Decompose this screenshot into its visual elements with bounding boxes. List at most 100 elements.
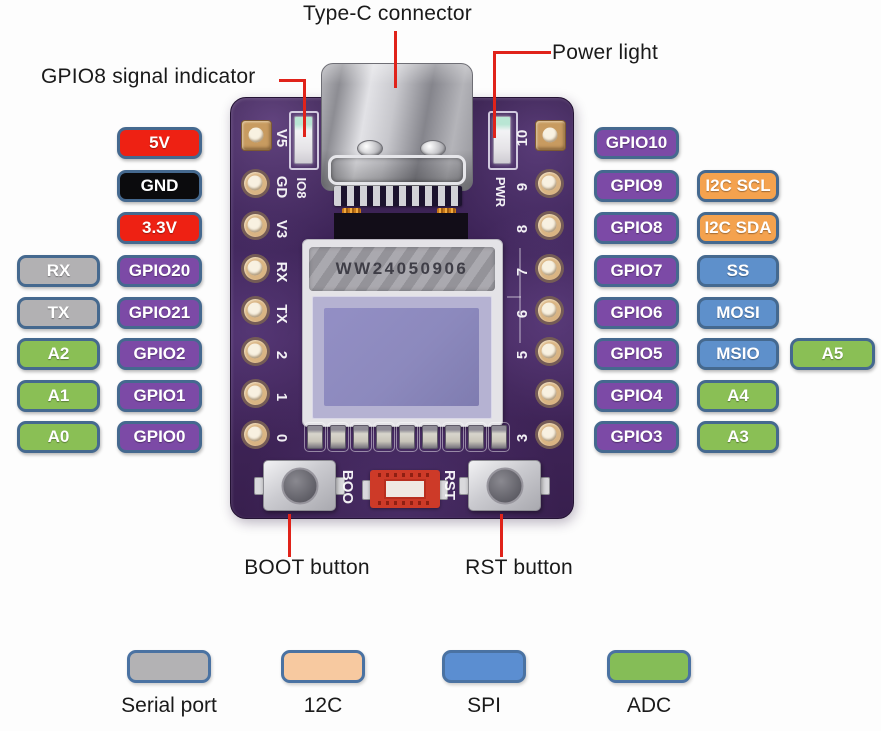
- smd-capacitor: [396, 422, 418, 452]
- pin-pill-gpio21: GPIO21: [117, 297, 202, 329]
- pin-pill-mosi: MOSI: [697, 297, 779, 329]
- rst-button-tab: [540, 477, 550, 495]
- smd-capacitor: [373, 422, 395, 452]
- pin-pill-3-3v: 3.3V: [117, 212, 202, 244]
- legend-label-12c: 12C: [303, 694, 343, 717]
- pin-pill-a0: A0: [17, 421, 100, 453]
- legend-swatch-adc: [607, 650, 691, 683]
- pin-hole-center: [541, 385, 557, 401]
- legend-label-spi: SPI: [467, 694, 501, 717]
- type-c-pointer-line: [394, 31, 397, 88]
- rst-button-plunger: [486, 467, 523, 504]
- pin-pill-gpio20: GPIO20: [117, 255, 202, 287]
- pin-pill-gpio5: GPIO5: [594, 338, 679, 370]
- pin-hole-center: [247, 302, 263, 318]
- gpio8-indicator-label: GPIO8 signal indicator: [41, 65, 256, 88]
- pin-hole: [240, 295, 270, 325]
- pin-pill-gpio3: GPIO3: [594, 421, 679, 453]
- boot-button-label: BOOT button: [244, 556, 370, 579]
- boot-button: [263, 460, 336, 511]
- pin-hole-center: [541, 302, 557, 318]
- pin-pill-tx: TX: [17, 297, 100, 329]
- pin-pill-gpio7: GPIO7: [594, 255, 679, 287]
- pin-hole-center: [247, 175, 263, 191]
- red-component-pins: [378, 501, 432, 505]
- smd-capacitor: [465, 422, 487, 452]
- pin-pill-gpio0: GPIO0: [117, 421, 202, 453]
- red-component-window: [384, 479, 426, 499]
- rst-button-label: RST button: [465, 556, 573, 579]
- smd-capacitor: [488, 422, 510, 452]
- pin-hole: [240, 253, 270, 283]
- pin-hole: [240, 336, 270, 366]
- pin-pill-a4: A4: [697, 380, 779, 412]
- pin-hole: [240, 210, 270, 240]
- pin-hole: [534, 336, 564, 366]
- corner-square-pad: [534, 119, 566, 151]
- smd-capacitor: [442, 422, 464, 452]
- rst-pointer-line: [500, 514, 503, 557]
- pin-pill-5v: 5V: [117, 127, 202, 159]
- oled-screen: [324, 308, 479, 406]
- pin-pill-gpio6: GPIO6: [594, 297, 679, 329]
- pin-hole: [534, 210, 564, 240]
- legend-swatch-12c: [281, 650, 365, 683]
- pin-hole-center: [541, 175, 557, 191]
- pin-pill-gpio9: GPIO9: [594, 170, 679, 202]
- legend-label-adc: ADC: [626, 694, 672, 717]
- pin-hole-center: [247, 426, 263, 442]
- pin-hole: [534, 378, 564, 408]
- pin-hole: [240, 378, 270, 408]
- power-light-pointer-line-h: [494, 51, 551, 54]
- pin-hole-center: [541, 217, 557, 233]
- red-component-pins: [378, 473, 432, 477]
- pin-pill-a1: A1: [17, 380, 100, 412]
- pin-pill-a5: A5: [790, 338, 875, 370]
- pin-pill-gpio2: GPIO2: [117, 338, 202, 370]
- oled-flex-band: [334, 213, 468, 239]
- pin-pill-ss: SS: [697, 255, 779, 287]
- pin-hole-center: [247, 217, 263, 233]
- pin-pill-i2c-sda: I2C SDA: [697, 212, 779, 244]
- legend-label-serial-port: Serial port: [121, 694, 217, 717]
- pin-pill-gpio8: GPIO8: [594, 212, 679, 244]
- pin-hole-center: [541, 426, 557, 442]
- pin-pill-gnd: GND: [117, 170, 202, 202]
- pwr-led-bracket: [488, 111, 518, 170]
- legend-swatch-serial-port: [127, 650, 211, 683]
- pin-hole-center: [542, 127, 558, 143]
- pin-hole-center: [248, 127, 264, 143]
- pin-hole-center: [247, 343, 263, 359]
- red-component: [370, 470, 440, 508]
- power-light-pointer-line-v: [493, 51, 496, 138]
- boot-pointer-line: [288, 514, 291, 557]
- rst-button: [468, 460, 541, 511]
- pin-pill-a2: A2: [17, 338, 100, 370]
- corner-square-pad: [240, 119, 272, 151]
- oled-sticker: WW24050906: [309, 247, 495, 291]
- type-c-connector-label: Type-C connector: [303, 2, 472, 25]
- power-light-label: Power light: [552, 41, 659, 64]
- pin-pill-rx: RX: [17, 255, 100, 287]
- pin-hole: [534, 253, 564, 283]
- pin-hole: [534, 168, 564, 198]
- circuit-trace: [507, 296, 521, 298]
- pin-holes-layer: [231, 98, 573, 518]
- connector-opening: [328, 155, 466, 185]
- pin-hole: [534, 419, 564, 449]
- smd-capacitor: [304, 422, 326, 452]
- circuit-trace: [519, 248, 521, 343]
- connector-pins: [334, 186, 462, 206]
- pin-hole-center: [247, 385, 263, 401]
- legend-swatch-spi: [442, 650, 526, 683]
- pin-pill-a3: A3: [697, 421, 779, 453]
- oled-module: WW24050906: [302, 239, 503, 427]
- pin-pill-i2c-scl: I2C SCL: [697, 170, 779, 202]
- pin-pill-msio: MSIO: [697, 338, 779, 370]
- pin-pill-gpio10: GPIO10: [594, 127, 679, 159]
- type-c-connector: [321, 63, 473, 191]
- smd-capacitor: [419, 422, 441, 452]
- pin-hole: [534, 295, 564, 325]
- smd-capacitor: [350, 422, 372, 452]
